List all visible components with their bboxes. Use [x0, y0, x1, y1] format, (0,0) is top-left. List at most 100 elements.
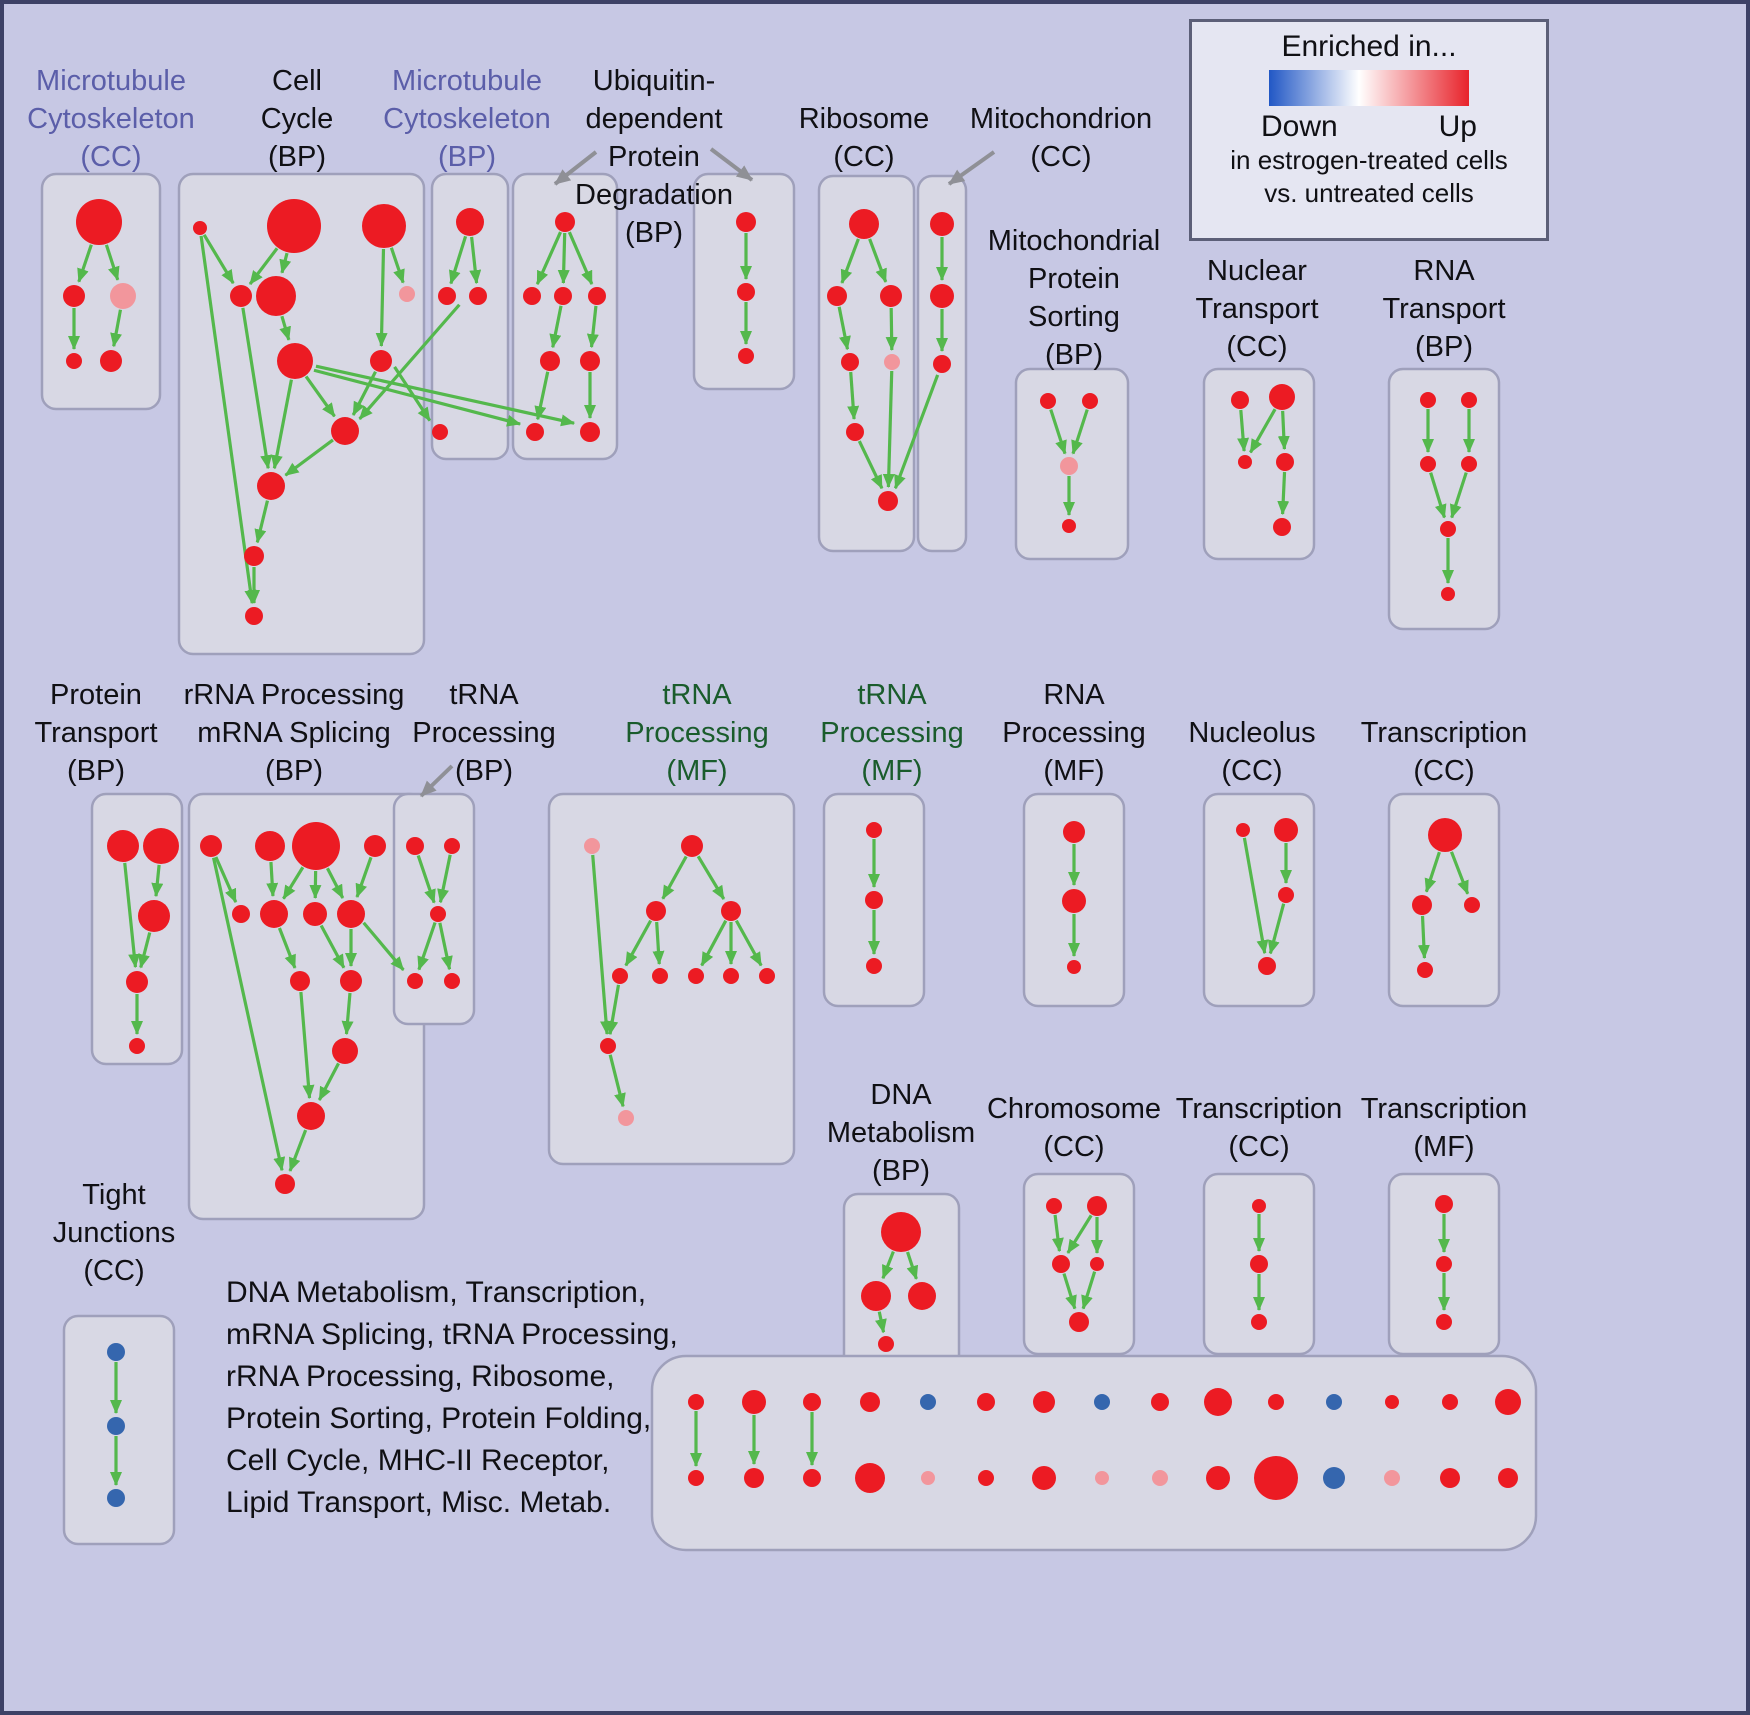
edge-arrow: [282, 866, 305, 900]
go-term-node: [244, 546, 264, 566]
go-term-node: [63, 285, 85, 307]
go-term-node: [681, 835, 703, 857]
edge-arrow: [1267, 903, 1286, 955]
go-term-node: [1461, 456, 1477, 472]
go-term-node: [1258, 957, 1276, 975]
edge-arrow: [266, 861, 279, 898]
go-term-node: [612, 968, 628, 984]
edge-arrow: [241, 307, 273, 470]
go-term-node: [827, 286, 847, 306]
callout-arrows-layer: [419, 147, 996, 798]
edge-arrow: [248, 247, 279, 286]
go-term-node: [1278, 887, 1294, 903]
go-term-node: [100, 350, 122, 372]
edge-arrow: [1051, 1214, 1064, 1253]
go-term-node: [1385, 1395, 1399, 1409]
go-term-node: [738, 348, 754, 364]
cluster-box-trna-processing-mf-1: [547, 792, 796, 1166]
go-term-node: [399, 286, 415, 302]
go-term-node: [860, 1392, 880, 1412]
edge-arrow: [341, 992, 354, 1036]
edge-arrow: [304, 375, 336, 418]
edge-arrow: [1417, 915, 1430, 960]
go-term-node: [297, 1102, 325, 1130]
edge-arrow: [110, 309, 123, 348]
go-term-node: [803, 1393, 821, 1411]
edge-arrow: [857, 440, 884, 490]
go-term-node: [846, 423, 864, 441]
go-term-node: [921, 1471, 935, 1485]
cluster-box-nuclear-transport-cc: [1202, 367, 1316, 561]
go-term-node: [267, 199, 321, 253]
go-term-node: [255, 831, 285, 861]
go-term-node: [200, 835, 222, 857]
go-term-node: [723, 968, 739, 984]
go-term-node: [126, 971, 148, 993]
go-term-node: [1151, 1393, 1169, 1411]
go-term-node: [580, 351, 600, 371]
go-term-node: [143, 828, 179, 864]
edge-arrow: [875, 1311, 887, 1334]
edge-arrow: [299, 991, 315, 1100]
go-term-node: [908, 1282, 936, 1310]
edge-arrow: [202, 234, 235, 285]
edge-arrow: [279, 315, 291, 341]
go-term-node: [652, 968, 668, 984]
go-term-node: [1436, 1314, 1452, 1330]
go-term-node: [232, 905, 250, 923]
edge-arrow: [881, 1250, 895, 1280]
go-term-node: [1436, 1256, 1452, 1272]
go-term-node: [1032, 1466, 1056, 1490]
go-term-node: [1062, 519, 1076, 533]
edge-arrow: [557, 232, 570, 285]
edge-arrow: [1242, 837, 1269, 955]
go-term-node: [865, 891, 883, 909]
go-term-node: [107, 1417, 125, 1435]
edge-arrow: [389, 247, 405, 284]
go-term-node: [290, 971, 310, 991]
cluster-box-chromosome-cc: [1022, 1172, 1136, 1356]
go-term-node: [580, 422, 600, 442]
edge-arrow: [214, 856, 238, 904]
go-term-node: [1206, 1466, 1230, 1490]
go-term-node: [920, 1394, 936, 1410]
go-term-node: [1461, 392, 1477, 408]
go-term-node: [1428, 818, 1462, 852]
go-term-node: [407, 973, 423, 989]
cluster-box-nucleolus-cc: [1202, 792, 1316, 1008]
go-term-node: [930, 212, 954, 236]
legend-scale: Down Up: [1261, 110, 1477, 144]
go-term-node: [1087, 1196, 1107, 1216]
legend-gradient-bar: [1269, 70, 1469, 106]
edge-arrow: [212, 857, 286, 1172]
go-term-node: [742, 1390, 766, 1414]
go-term-node: [193, 221, 207, 235]
edge-arrow: [375, 248, 388, 348]
go-term-node: [107, 1489, 125, 1507]
edge-arrow: [151, 864, 164, 898]
edge-arrow: [1277, 410, 1290, 451]
go-term-node: [303, 902, 327, 926]
go-term-node: [260, 900, 288, 928]
legend-title: Enriched in...: [1281, 30, 1457, 63]
edge-arrow: [1081, 1271, 1097, 1310]
nodes-layer: [63, 199, 1521, 1507]
go-term-node: [1060, 457, 1078, 475]
go-term-node: [540, 351, 560, 371]
edge-arrow: [393, 365, 432, 422]
go-term-node: [584, 838, 600, 854]
cluster-box-transcription-cc-1: [1387, 792, 1501, 1008]
go-term-node: [1063, 821, 1085, 843]
go-term-node: [1252, 1199, 1266, 1213]
go-term-node: [1326, 1394, 1342, 1410]
go-term-node: [331, 417, 359, 445]
legend-subtitle-2: vs. untreated cells: [1264, 178, 1474, 208]
go-term-node: [444, 973, 460, 989]
go-term-node: [1046, 1198, 1062, 1214]
bottom-strip-box: [650, 1354, 1538, 1552]
go-term-node: [1254, 1456, 1298, 1500]
edge-arrow: [534, 371, 550, 421]
go-term-node: [1268, 1394, 1284, 1410]
edge-arrow: [1237, 409, 1250, 453]
